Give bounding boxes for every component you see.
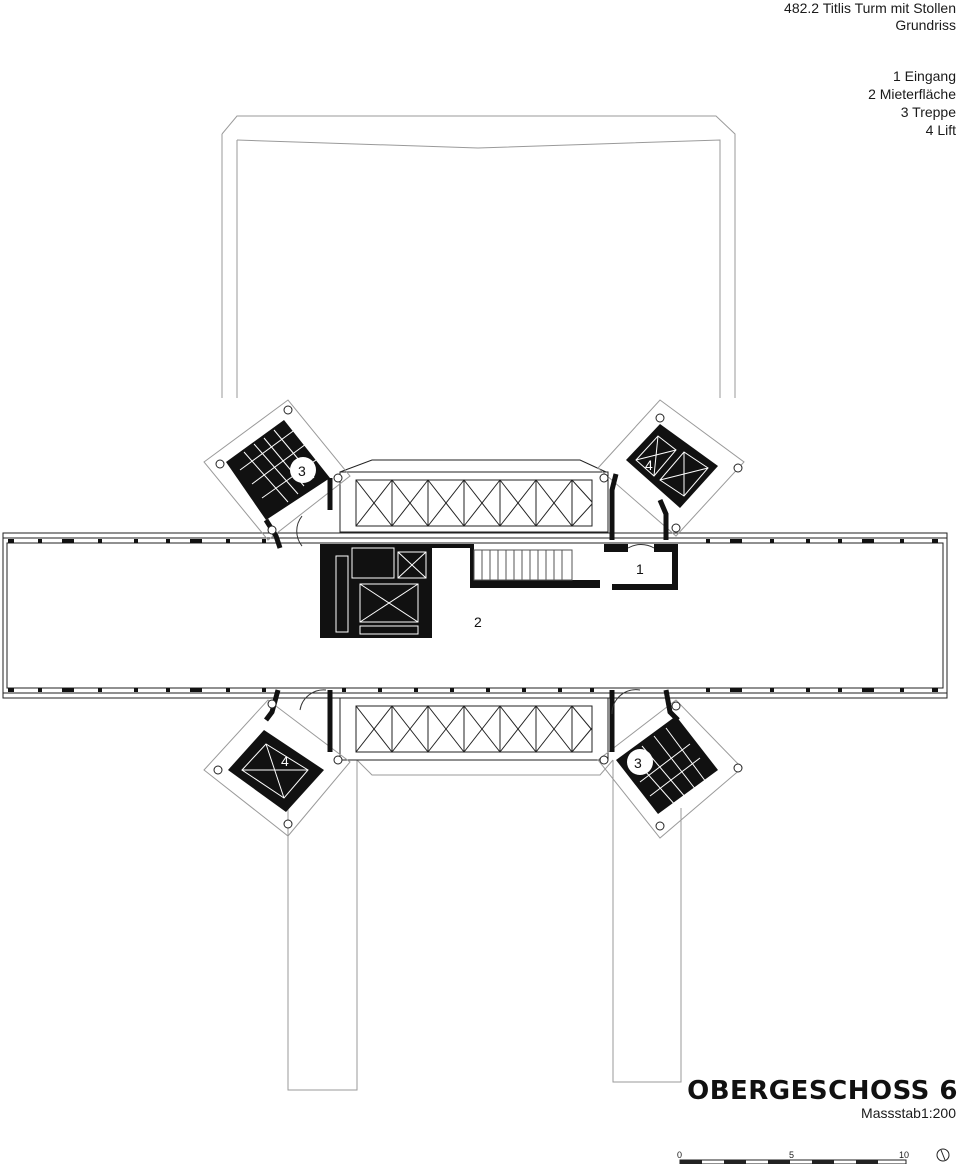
label-lift-sw: 4: [281, 753, 289, 769]
entrance-stair: [473, 549, 573, 581]
lift-tower-ne: [597, 399, 745, 540]
legend-item-lift: 4 Lift: [925, 122, 956, 138]
legend-item-stair: 3 Treppe: [900, 104, 956, 120]
scalebar-label-10: 10: [899, 1150, 910, 1160]
floor-title: OBERGESCHOSS 6: [687, 1076, 958, 1106]
main-slab: [2, 532, 948, 699]
label-stair-se: 3: [634, 755, 642, 771]
entrance-vestibule: [296, 515, 678, 715]
north-arrow-icon: [936, 1148, 950, 1162]
bridge-top: [339, 459, 609, 533]
scale-text: Massstab1:200: [861, 1105, 956, 1121]
central-core: [320, 544, 600, 638]
legend-item-tenant-area: 2 Mieterfläche: [868, 86, 956, 102]
title-block: 482.2 Titlis Turm mit Stollen Grundriss: [784, 0, 956, 34]
label-entrance: 1: [636, 561, 644, 577]
scale-bar: [679, 1159, 907, 1164]
stair-tower-se: [597, 689, 743, 839]
scalebar-label-0: 0: [677, 1150, 683, 1160]
bridge-bottom: [339, 697, 609, 761]
stair-tower-nw: [203, 399, 351, 549]
project-title: 482.2 Titlis Turm mit Stollen: [784, 0, 956, 16]
legend-item-entrance: 1 Eingang: [892, 68, 956, 84]
tower-legs-bottom: [287, 759, 682, 1091]
scalebar-label-5: 5: [789, 1150, 795, 1160]
drawing-type: Grundriss: [895, 17, 956, 33]
room-labels: 1 2 3 4 4 3: [281, 457, 653, 771]
lift-tower-sw: [203, 689, 351, 837]
facade-columns: [8, 539, 938, 692]
legend: 1 Eingang 2 Mieterfläche 3 Treppe 4 Lift: [868, 67, 956, 139]
label-tenant-area: 2: [474, 614, 482, 630]
tower-outline-top: [221, 115, 736, 398]
label-lift-ne: 4: [645, 457, 653, 473]
label-stair-nw: 3: [298, 463, 306, 479]
